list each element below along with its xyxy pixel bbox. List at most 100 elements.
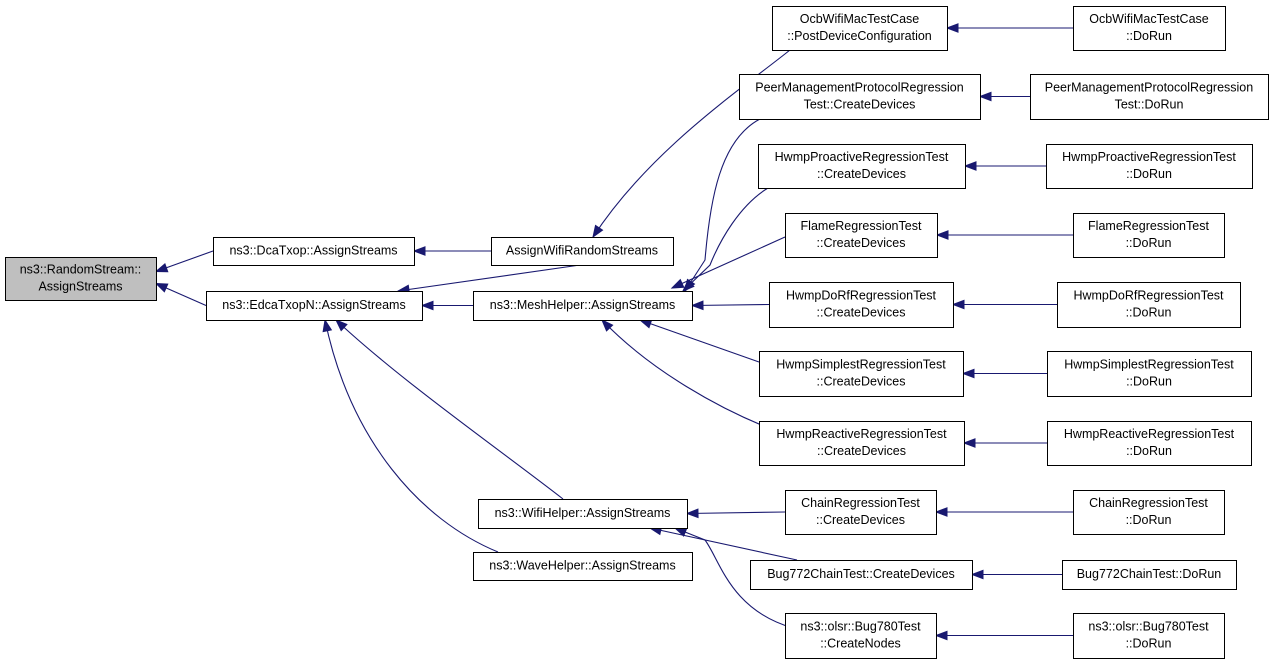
edge-dca-to-root [154, 250, 214, 273]
node-dca[interactable]: ns3::DcaTxop::AssignStreams [213, 237, 415, 266]
arrowhead [935, 230, 949, 240]
node-bug780[interactable]: ns3::olsr::Bug780Test::CreateNodes [785, 613, 937, 659]
node-label-line: HwmpDoRfRegressionTest [1073, 289, 1224, 303]
edge-wifi-to-edca [334, 319, 564, 500]
node-label-line: ::DoRun [1126, 375, 1172, 389]
node-hsimp[interactable]: HwmpSimplestRegressionTest::CreateDevice… [759, 351, 964, 397]
edge-awrs-to-edca [396, 264, 581, 295]
node-label-line: ::DoRun [1126, 236, 1172, 250]
node-box [213, 237, 415, 266]
node-hdorf[interactable]: HwmpDoRfRegressionTest::CreateDevices [769, 282, 954, 328]
edge-wave-to-edca [322, 318, 499, 553]
node-label-line: HwmpDoRfRegressionTest [786, 289, 937, 303]
arrowhead [970, 569, 984, 580]
edge-flame_run-to-flame [935, 230, 1073, 240]
edge-line [324, 319, 499, 553]
node-label-line: ns3::WaveHelper::AssignStreams [489, 559, 675, 573]
edge-flame-to-mesh [670, 236, 786, 289]
arrowhead [690, 300, 704, 311]
node-box [750, 560, 973, 590]
edge-chain-to-wifi [685, 508, 786, 519]
node-chain_run[interactable]: ChainRegressionTest::DoRun [1073, 490, 1225, 535]
node-box [206, 291, 423, 321]
node-bug772[interactable]: Bug772ChainTest::CreateDevices [750, 560, 973, 590]
edges-layer [154, 23, 1073, 641]
node-box [1062, 560, 1237, 590]
node-hpro[interactable]: HwmpProactiveRegressionTest::CreateDevic… [758, 144, 966, 189]
node-bug772_run[interactable]: Bug772ChainTest::DoRun [1062, 560, 1237, 590]
edge-line [601, 319, 780, 433]
arrowhead [961, 368, 975, 379]
node-flame[interactable]: FlameRegressionTest::CreateDevices [785, 213, 938, 258]
node-label-line: ns3::EdcaTxopN::AssignStreams [222, 298, 405, 312]
node-label-line: ns3::RandomStream:: [20, 263, 142, 277]
edge-awrs-to-dca [412, 246, 491, 256]
node-hpro_run[interactable]: HwmpProactiveRegressionTest::DoRun [1046, 144, 1253, 189]
arrowhead [322, 318, 333, 333]
arrowhead [934, 630, 948, 641]
node-box [769, 282, 954, 328]
node-label-line: PeerManagementProtocolRegression [755, 81, 963, 95]
node-label-line: FlameRegressionTest [1088, 219, 1209, 233]
node-box [1057, 282, 1241, 328]
arrowhead [670, 278, 685, 289]
node-label-line: ns3::olsr::Bug780Test [800, 620, 921, 634]
node-box [785, 213, 938, 258]
node-ocb[interactable]: OcbWifiMacTestCase::PostDeviceConfigurat… [772, 6, 948, 51]
node-box [1073, 213, 1225, 258]
node-label-line: ns3::olsr::Bug780Test [1088, 620, 1209, 634]
node-pmp[interactable]: PeerManagementProtocolRegressionTest::Cr… [739, 74, 981, 120]
edge-bug780_run-to-bug780 [934, 630, 1073, 641]
arrowhead [978, 91, 992, 102]
node-wifi[interactable]: ns3::WifiHelper::AssignStreams [478, 499, 688, 529]
node-label-line: ::CreateNodes [820, 637, 901, 651]
node-box [759, 421, 965, 466]
arrowhead [962, 438, 976, 448]
node-label-line: Test::CreateDevices [804, 98, 916, 112]
arrowhead [945, 23, 959, 33]
node-pmp_run[interactable]: PeerManagementProtocolRegressionTest::Do… [1030, 74, 1269, 120]
node-hdorf_run[interactable]: HwmpDoRfRegressionTest::DoRun [1057, 282, 1241, 328]
edge-hpro-to-mesh [681, 187, 769, 292]
edge-line [592, 49, 791, 238]
node-box [758, 144, 966, 189]
node-hsimp_run[interactable]: HwmpSimplestRegressionTest::DoRun [1047, 351, 1252, 397]
node-hreac[interactable]: HwmpReactiveRegressionTest::CreateDevice… [759, 421, 965, 466]
node-label-line: ::DoRun [1126, 444, 1172, 458]
node-flame_run[interactable]: FlameRegressionTest::DoRun [1073, 213, 1225, 258]
node-label-line: ns3::WifiHelper::AssignStreams [495, 506, 671, 520]
node-label-line: HwmpSimplestRegressionTest [1064, 358, 1234, 372]
node-ocb_run[interactable]: OcbWifiMacTestCase::DoRun [1073, 6, 1226, 51]
node-chain[interactable]: ChainRegressionTest::CreateDevices [785, 490, 937, 535]
node-mesh[interactable]: ns3::MeshHelper::AssignStreams [473, 291, 693, 321]
node-label-line: HwmpReactiveRegressionTest [1064, 427, 1235, 441]
node-awrs[interactable]: AssignWifiRandomStreams [491, 237, 674, 266]
node-box [739, 74, 981, 120]
node-label-line: ::CreateDevices [817, 167, 906, 181]
node-bug780_run[interactable]: ns3::olsr::Bug780Test::DoRun [1073, 613, 1225, 659]
node-label-line: Test::DoRun [1115, 98, 1184, 112]
edge-line [686, 511, 786, 515]
node-box [1073, 490, 1225, 535]
arrowhead [412, 246, 426, 256]
node-box [478, 499, 688, 529]
edge-hdorf-to-mesh [690, 300, 770, 311]
node-box [759, 351, 964, 397]
node-label-line: PeerManagementProtocolRegression [1045, 81, 1253, 95]
edge-edca-to-root [154, 282, 207, 307]
node-box [1047, 351, 1252, 397]
arrowhead [934, 507, 948, 517]
node-hreac_run[interactable]: HwmpReactiveRegressionTest::DoRun [1047, 421, 1252, 466]
node-box [473, 291, 693, 321]
edge-ocb_run-to-ocb [945, 23, 1073, 33]
edge-line [397, 264, 581, 292]
node-label-line: ::DoRun [1126, 167, 1172, 181]
node-root[interactable]: ns3::RandomStream::AssignStreams [5, 257, 157, 301]
node-wave[interactable]: ns3::WaveHelper::AssignStreams [473, 552, 693, 581]
edge-pmp_run-to-pmp [978, 91, 1030, 102]
node-box [785, 490, 937, 535]
node-label-line: HwmpProactiveRegressionTest [1062, 150, 1236, 164]
node-edca[interactable]: ns3::EdcaTxopN::AssignStreams [206, 291, 423, 321]
node-label-line: OcbWifiMacTestCase [800, 12, 920, 26]
